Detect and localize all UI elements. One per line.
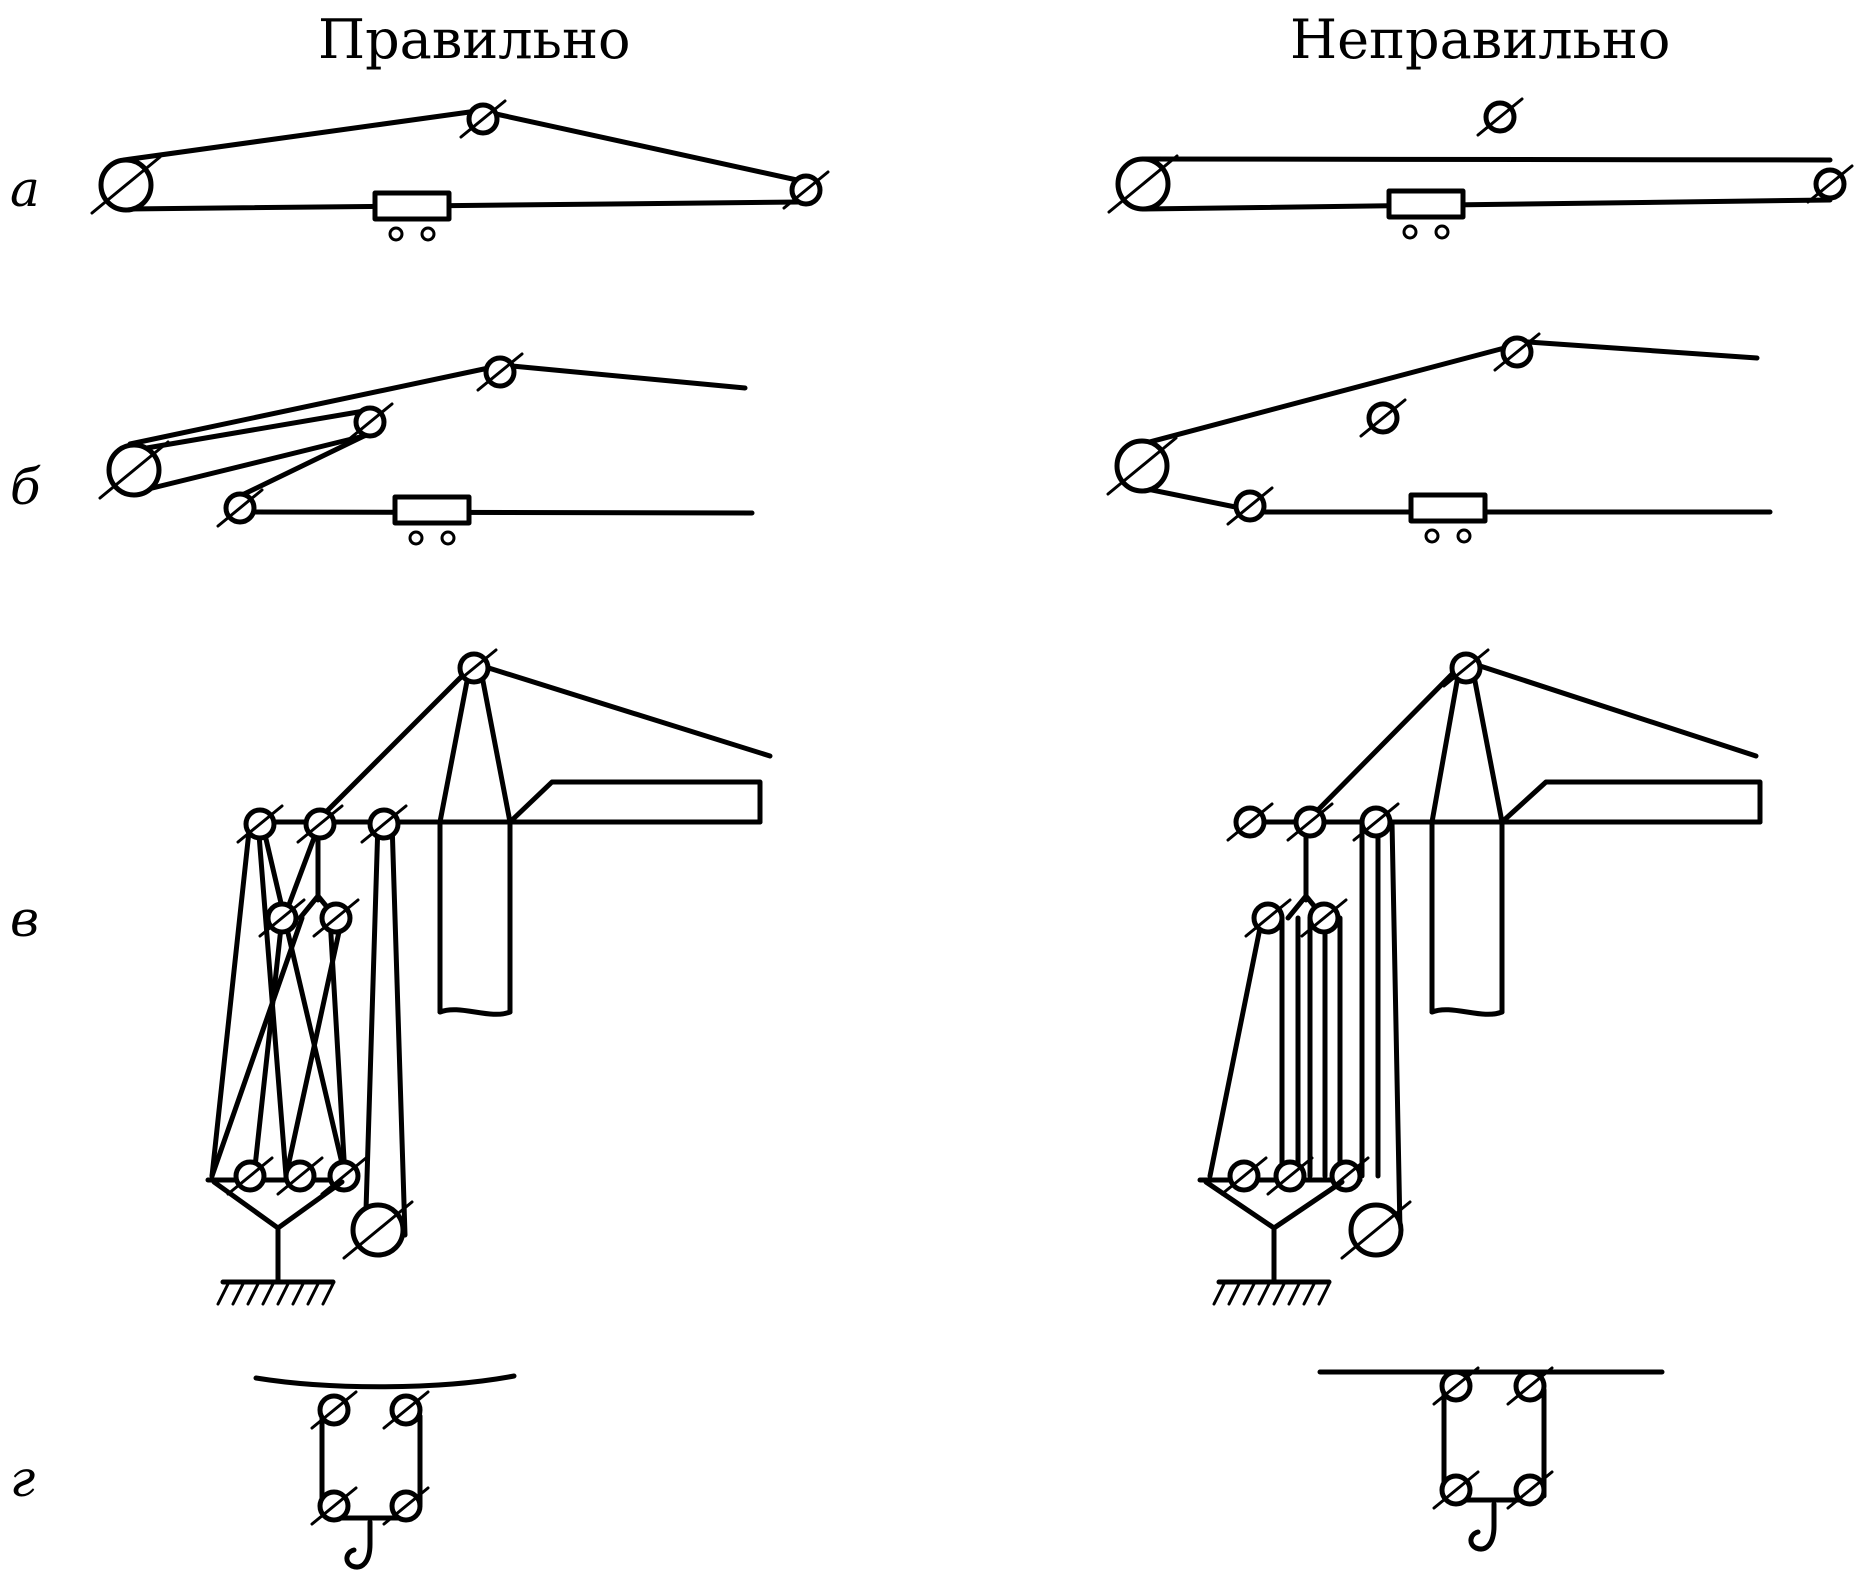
scheme-g-incorrect [1317,1368,1665,1549]
scheme-b-correct [100,354,755,544]
scheme-g-correct [253,1373,517,1567]
scheme-v-incorrect [1197,650,1763,1304]
scheme-v-correct [205,650,773,1304]
column-title-correct: Правильно [318,8,631,71]
scheme-a-correct [92,101,828,240]
row-label-g: г [10,1450,36,1508]
column-title-incorrect: Неправильно [1290,8,1671,71]
row-label-a: а [10,160,40,218]
scheme-b-incorrect [1108,334,1773,542]
row-label-b: б [10,458,41,516]
row-label-v: в [10,890,40,948]
scheme-a-incorrect [1109,99,1852,238]
